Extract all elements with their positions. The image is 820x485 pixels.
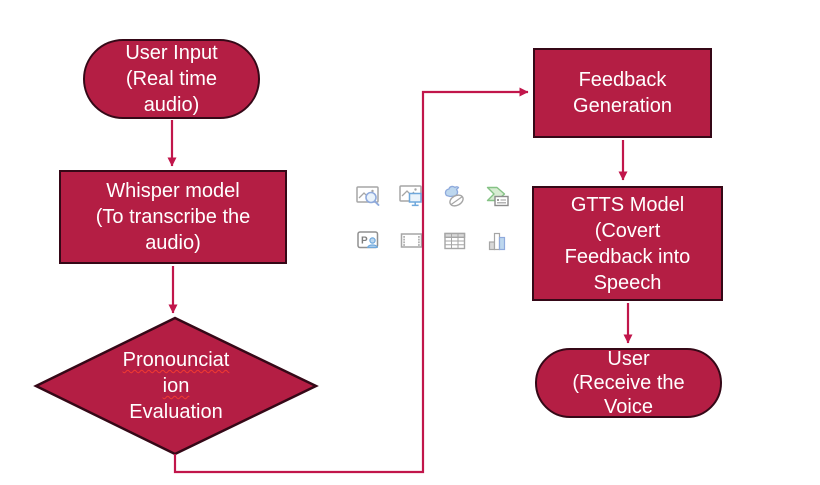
node-whisper-model[interactable]: Whisper model (To transcribe the audio) [59, 170, 287, 264]
smartart-icon[interactable] [484, 183, 512, 211]
node-whisper-model-label: Whisper model (To transcribe the audio) [95, 180, 251, 254]
node-user-receive[interactable]: User (Receive the Voice [535, 348, 722, 418]
table-icon[interactable] [441, 227, 469, 255]
pronunciation-line-3: Evaluation [129, 401, 223, 423]
stock-images-icon[interactable] [355, 183, 383, 211]
cameo-icon[interactable]: P [355, 227, 383, 255]
node-pronunciation-label: Pronounciat ion Evaluation [56, 347, 296, 425]
svg-text:P: P [361, 236, 368, 247]
node-user-input-label: User Input (Real time audio) [125, 42, 218, 116]
node-feedback-generation[interactable]: Feedback Generation [533, 48, 712, 138]
video-icon[interactable] [398, 227, 426, 255]
node-gtts-model[interactable]: GTTS Model (Covert Feedback into Speech [532, 186, 723, 301]
chart-icon[interactable] [484, 227, 512, 255]
node-feedback-generation-label: Feedback Generation [573, 69, 672, 117]
node-user-receive-label: User (Receive the Voice [572, 348, 685, 418]
content-placeholder-icons: P [355, 183, 512, 255]
node-gtts-model-label: GTTS Model (Covert Feedback into Speech [564, 193, 691, 294]
node-user-input[interactable]: User Input (Real time audio) [83, 39, 260, 119]
pronunciation-line-1: Pronounciat [122, 349, 230, 371]
icons-icon[interactable] [441, 183, 469, 211]
pronunciation-line-2: ion [162, 375, 190, 397]
pictures-icon[interactable] [398, 183, 426, 211]
